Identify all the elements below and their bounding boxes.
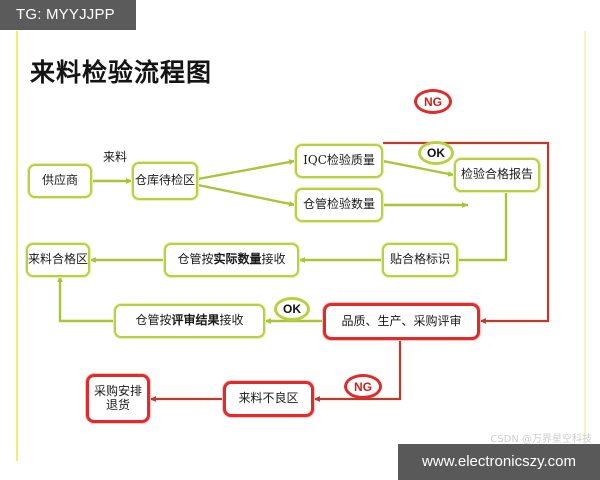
- node-ng-zone[interactable]: 来料不良区: [223, 381, 314, 417]
- node-pass-label[interactable]: 贴合格标识: [382, 243, 458, 277]
- node-pass-report[interactable]: 检验合格报告: [454, 158, 540, 192]
- node-receive-review-text: 仓管按评审结果接收: [135, 313, 244, 328]
- node-supplier[interactable]: 供应商: [28, 164, 92, 198]
- badge-ok-mid: OK: [274, 297, 310, 321]
- csdn-watermark: CSDN @万界星空科技: [490, 434, 592, 445]
- node-purchase-return[interactable]: 采购安排 退货: [86, 374, 150, 423]
- node-receive-actual-text: 仓管按实际数量接收: [177, 252, 286, 267]
- node-receive-review[interactable]: 仓管按评审结果接收: [114, 304, 265, 338]
- node-receive-actual[interactable]: 仓管按实际数量接收: [164, 243, 299, 277]
- badge-ng-top: NG: [414, 89, 452, 114]
- node-purchase-return-line2: 退货: [105, 397, 130, 412]
- slide-canvas: 来料检验流程图: [16, 31, 586, 461]
- node-review-board[interactable]: 品质、生产、采购评审: [323, 303, 480, 340]
- edge-label-incoming: 来料: [103, 150, 128, 164]
- node-purchase-return-line1: 采购安排: [93, 383, 142, 398]
- node-ok-zone[interactable]: 来料合格区: [26, 243, 90, 277]
- footer-url-bar: www.electronicszy.com: [398, 444, 600, 480]
- page-title: 来料检验流程图: [30, 58, 213, 87]
- tg-tag: TG: MYYJJPP: [0, 0, 136, 30]
- badge-ok-top: OK: [418, 141, 454, 165]
- node-iqc-quality[interactable]: IQC检验质量: [295, 144, 383, 178]
- node-warehouse-hold[interactable]: 仓库待检区: [132, 162, 198, 200]
- node-wh-count[interactable]: 仓管检验数量: [295, 188, 383, 222]
- badge-ng-bottom: NG: [344, 374, 382, 399]
